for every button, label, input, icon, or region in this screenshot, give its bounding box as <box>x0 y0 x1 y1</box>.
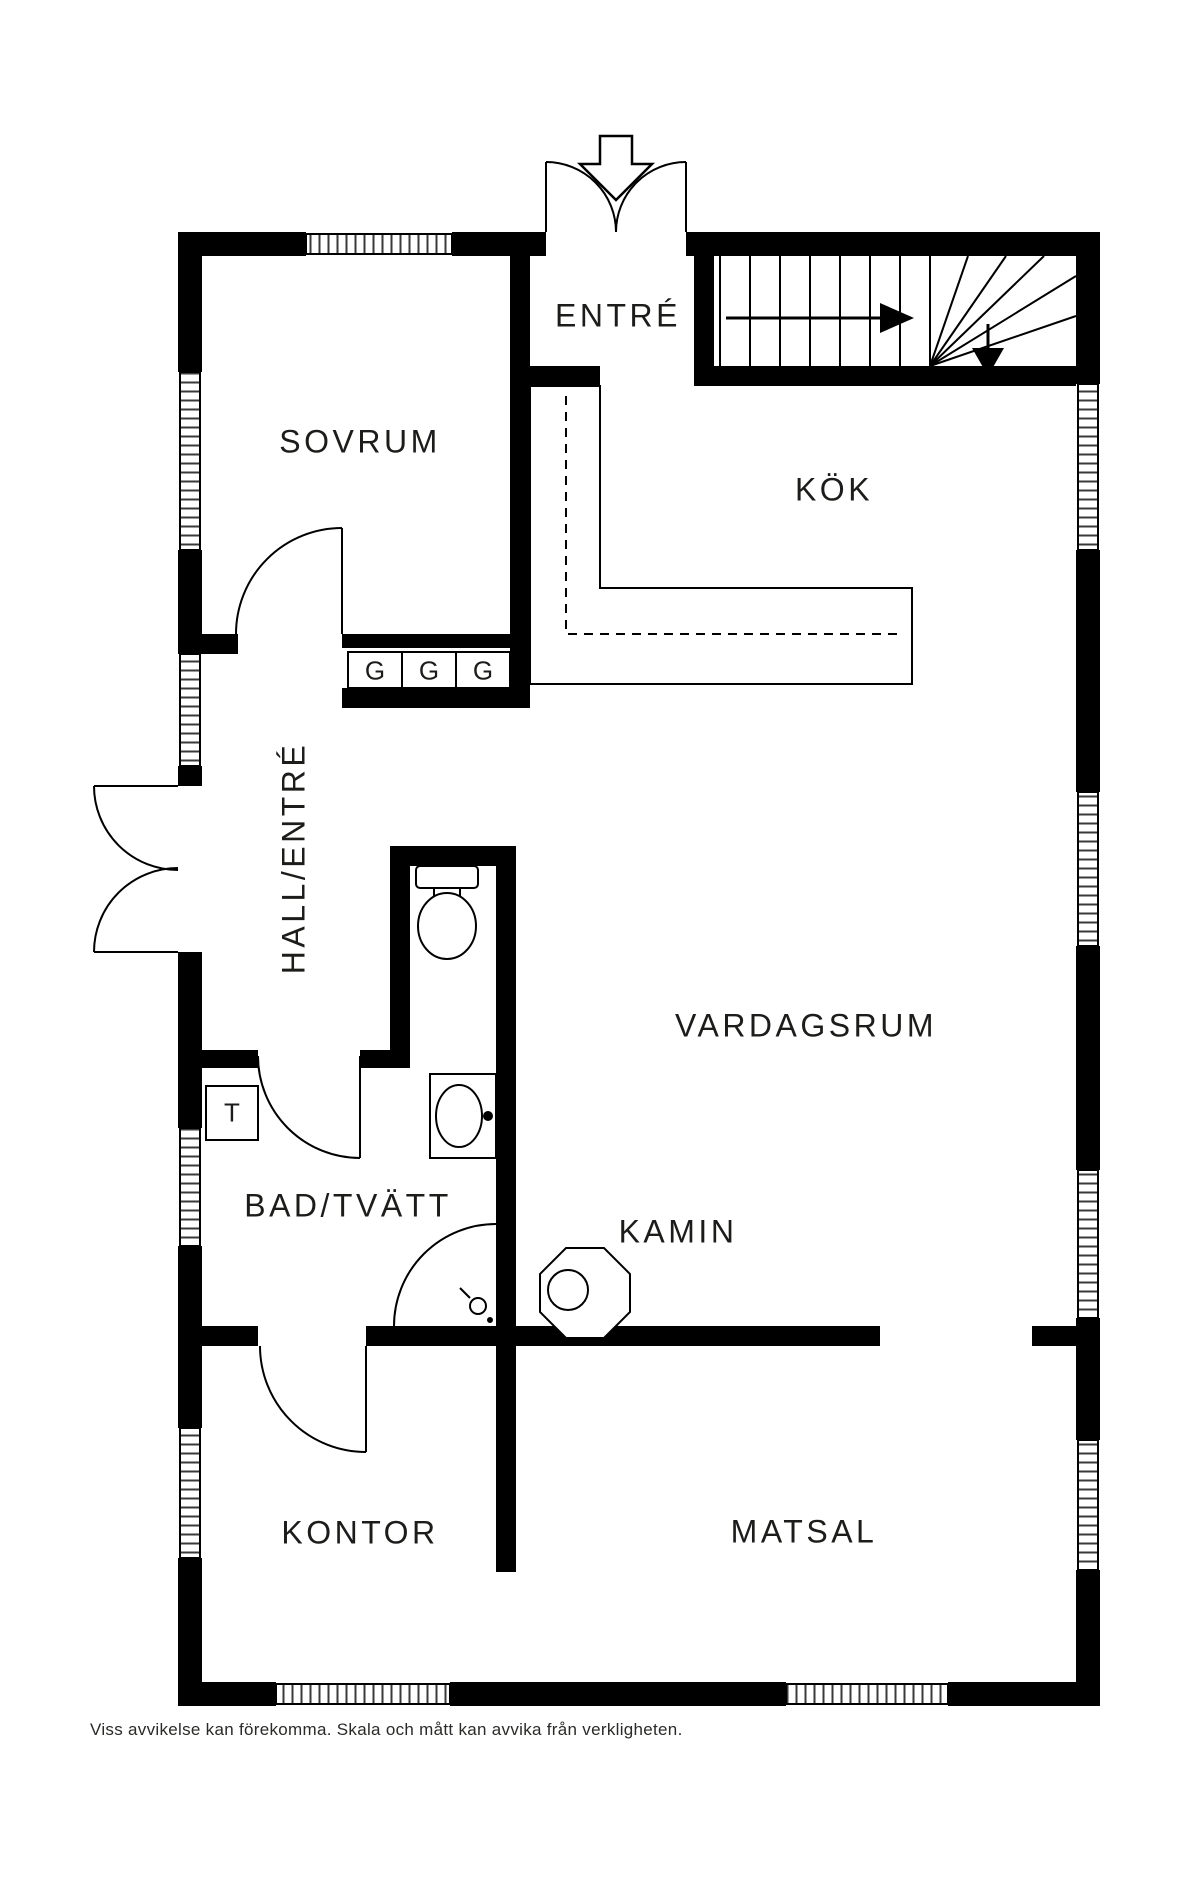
exterior-walls <box>178 232 1100 1706</box>
doors <box>93 161 687 1453</box>
stair-direction-arrow-icon <box>726 303 1004 376</box>
room-label-kamin: KAMIN <box>618 1213 738 1250</box>
entrance-arrow-icon <box>576 134 656 202</box>
room-label-entre: ENTRÉ <box>555 297 681 334</box>
entry-double-door-icon <box>545 161 687 233</box>
door-swing-icon <box>259 1345 367 1453</box>
room-label-sovrum: SOVRUM <box>279 423 441 460</box>
window-icon <box>1077 1439 1099 1571</box>
window-icon <box>1077 791 1099 947</box>
closet-boxes <box>205 651 511 1141</box>
windows <box>179 233 1099 1705</box>
wardrobe-label: G <box>418 655 440 686</box>
interior-walls <box>202 256 1076 1572</box>
kitchen-counter <box>529 385 913 685</box>
wardrobe-label: G <box>472 655 494 686</box>
window-icon <box>179 1427 201 1559</box>
room-label-hall-entre: HALL/ENTRÉ <box>275 741 312 975</box>
window-icon <box>275 1683 451 1705</box>
wardrobe-box <box>347 651 403 689</box>
window-icon <box>1077 383 1099 551</box>
room-label-kok: KÖK <box>794 471 874 508</box>
laundry-appliance-box <box>205 1085 259 1141</box>
staircase <box>719 255 1077 367</box>
sink-icon <box>429 1073 497 1159</box>
room-label-matsal: MATSAL <box>730 1513 878 1550</box>
window-icon <box>179 1127 201 1247</box>
wardrobe-label: G <box>364 655 386 686</box>
fireplace-icon <box>539 1247 631 1339</box>
wardrobe-box <box>455 651 511 689</box>
window-icon <box>179 371 201 551</box>
room-label-kontor: KONTOR <box>281 1514 439 1551</box>
toilet-icon <box>415 865 479 960</box>
room-label-bad-tvatt: BAD/TVÄTT <box>244 1187 452 1224</box>
door-swing-icon <box>257 1055 361 1159</box>
window-icon <box>1077 1169 1099 1319</box>
window-icon <box>179 653 201 767</box>
side-double-door-icon <box>93 785 179 953</box>
laundry-appliance-label: T <box>224 1097 240 1128</box>
door-swing-icon <box>235 527 343 635</box>
room-label-vardagsrum: VARDAGSRUM <box>675 1007 937 1044</box>
window-icon <box>785 1683 949 1705</box>
disclaimer-text: Viss avvikelse kan förekomma. Skala och … <box>90 1720 683 1739</box>
shower-icon <box>393 1223 497 1327</box>
window-icon <box>305 233 453 255</box>
